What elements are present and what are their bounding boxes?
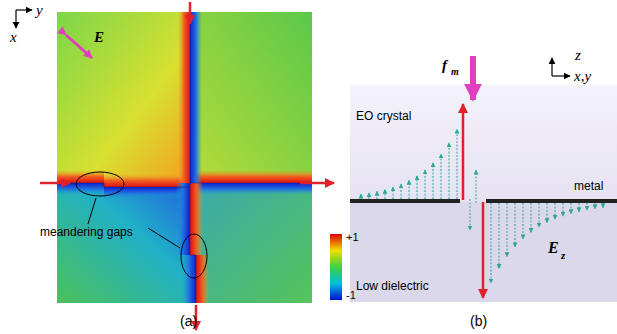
excitation-arrows (40, 2, 334, 330)
field-line (587, 203, 588, 210)
field-line (579, 203, 580, 212)
field-line (499, 203, 500, 268)
field-line (531, 203, 532, 232)
subscript: z (561, 250, 565, 261)
field-line (425, 170, 426, 199)
field-line (385, 189, 386, 199)
field-line (393, 187, 394, 199)
field-line (377, 191, 378, 199)
colorbar (330, 234, 342, 300)
field-line (433, 163, 434, 199)
gap-callouts (76, 172, 207, 278)
axis-label: z (575, 48, 581, 63)
field-line (449, 143, 450, 199)
field-arrows (463, 104, 483, 298)
scale-label: +1 (346, 232, 359, 243)
force-label: f (442, 58, 447, 73)
axis-label: x,y (574, 69, 591, 84)
callout-label: meandering gaps (40, 226, 133, 238)
field-line (603, 203, 604, 208)
field-line (361, 194, 362, 199)
axis-label: y (36, 3, 43, 18)
field-line (539, 203, 540, 227)
field-line (563, 203, 564, 216)
field-line (401, 184, 402, 199)
field-line (476, 170, 477, 203)
force-arrow (470, 56, 476, 100)
axes (552, 58, 570, 76)
axes (16, 10, 32, 28)
subscript: m (451, 67, 459, 77)
field-line (409, 180, 410, 199)
field-line (417, 176, 418, 199)
field-label: E (548, 240, 559, 256)
layer-label: Low dielectric (356, 280, 429, 292)
layer-label: metal (574, 180, 603, 192)
field-line (523, 203, 524, 239)
field-label: E (94, 30, 104, 45)
field-line (491, 203, 492, 283)
axis-label: x (10, 30, 17, 45)
panel-label: (b) (470, 314, 487, 328)
scale-label: -1 (346, 290, 356, 301)
polarization-arrow (66, 35, 92, 58)
field-line (555, 203, 556, 219)
field-line (470, 199, 471, 230)
field-line (457, 129, 458, 199)
field-line (507, 203, 508, 257)
layer-label: EO crystal (356, 110, 411, 122)
field-line (441, 154, 442, 199)
cross-section (350, 85, 617, 302)
field-line (369, 193, 370, 199)
panel-label: (a) (180, 314, 197, 328)
field-line (515, 203, 516, 247)
field-line (571, 203, 572, 214)
field-line (547, 203, 548, 223)
field-line (595, 203, 596, 209)
field-map (57, 12, 312, 303)
